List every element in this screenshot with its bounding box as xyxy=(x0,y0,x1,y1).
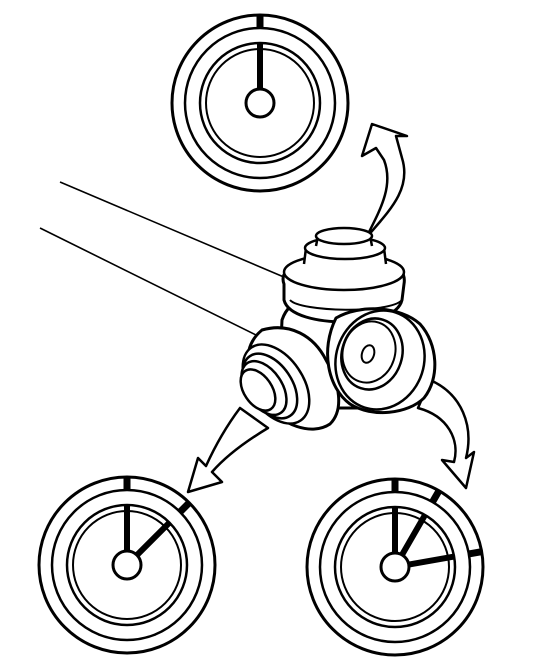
curved-arrow-icon xyxy=(186,406,270,494)
dial-top xyxy=(170,13,350,193)
curved-arrow-icon xyxy=(416,378,476,490)
dial-hub xyxy=(111,549,143,581)
dial-hub xyxy=(244,87,276,119)
dial-pointer xyxy=(134,520,172,558)
dial-pointer xyxy=(408,553,455,568)
curved-arrow-icon xyxy=(360,122,409,240)
leader-lines xyxy=(39,181,299,339)
left-roller xyxy=(239,326,341,431)
right-roller xyxy=(326,307,437,415)
leader-line-lower xyxy=(39,227,263,339)
dial-bottom-right xyxy=(305,477,485,657)
dial-bottom-left xyxy=(37,475,217,655)
dial-reference-mark xyxy=(468,548,483,558)
dial-pointer xyxy=(399,513,428,557)
top-roller xyxy=(281,226,406,324)
dial-hub xyxy=(379,551,411,583)
dial-reference-mark xyxy=(429,489,443,504)
leader-line-upper xyxy=(59,181,299,284)
roller-center-bore xyxy=(360,344,376,364)
dial-reference-mark xyxy=(177,500,192,515)
tripod-joint-assembly xyxy=(239,226,437,431)
